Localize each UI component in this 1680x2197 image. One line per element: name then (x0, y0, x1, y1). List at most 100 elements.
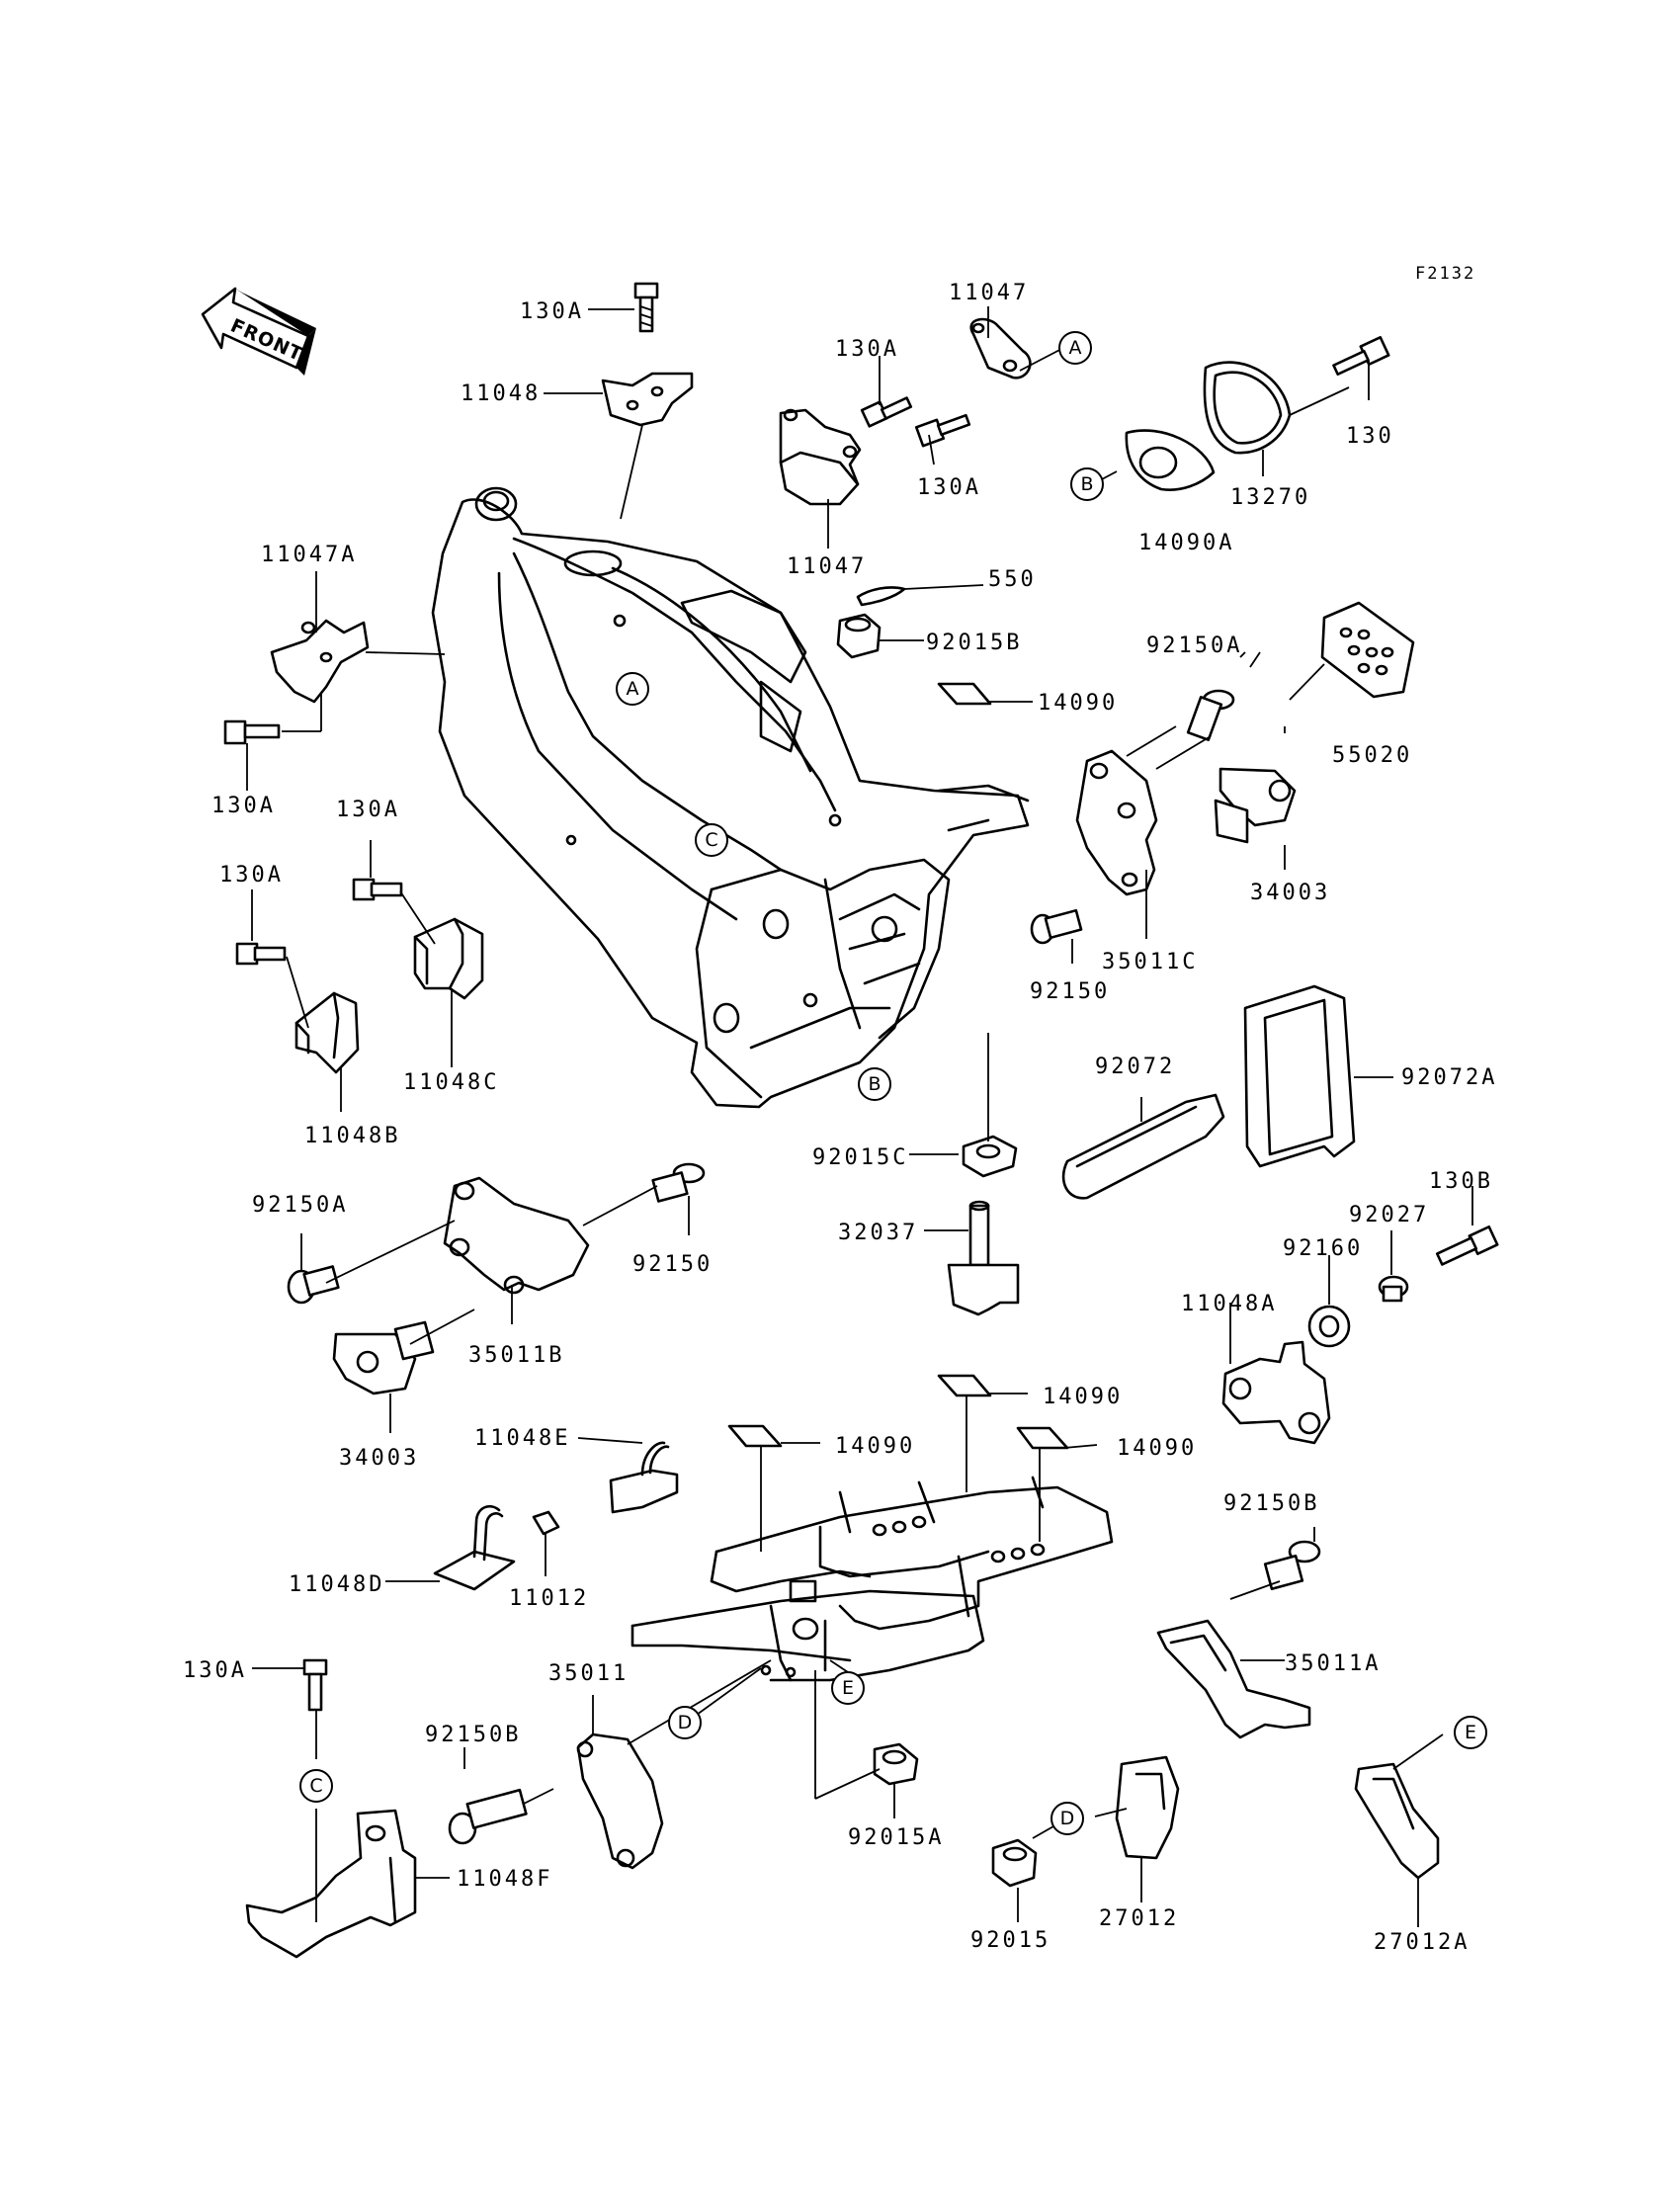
svg-text:E: E (1465, 1722, 1476, 1743)
part-label: 14090A (1138, 531, 1234, 555)
part-label: 92027 (1349, 1203, 1429, 1227)
bolt-92150a-left (287, 1265, 340, 1305)
gasket-13270 (1203, 361, 1292, 455)
bolt-130a-left (223, 719, 281, 745)
part-label: 92150B (425, 1723, 521, 1747)
part-label: 35011A (1285, 1651, 1381, 1676)
svg-text:C: C (705, 829, 717, 851)
part-label: 92015C (812, 1145, 908, 1170)
part-label: 92150A (252, 1193, 348, 1218)
callout-d-2: D (1050, 1802, 1084, 1835)
bolt-130b (1435, 1225, 1499, 1266)
part-label: 92072 (1095, 1055, 1175, 1079)
bracket-11047-b (779, 408, 862, 506)
bolt-92150 (1030, 908, 1083, 945)
callout-c-1: C (695, 823, 728, 857)
part-label: 130A (835, 337, 899, 362)
svg-text:B: B (868, 1073, 881, 1095)
bolt-130a-top (633, 282, 659, 333)
part-label: 92150 (632, 1252, 713, 1277)
part-label: 14090 (1038, 691, 1118, 716)
part-label: 11048A (1181, 1292, 1277, 1316)
clip-11012 (532, 1510, 560, 1536)
part-label: 11047 (949, 281, 1029, 305)
part-label: 92150B (1223, 1491, 1319, 1516)
part-label: 92015A (848, 1825, 944, 1850)
svg-text:A: A (1069, 337, 1082, 359)
svg-text:A: A (627, 678, 639, 700)
shaft-34003-left (332, 1320, 435, 1395)
part-label: 92015B (926, 631, 1022, 655)
nut-92015 (991, 1838, 1038, 1888)
part-label: 92072A (1401, 1065, 1497, 1090)
part-label: 130 (1346, 424, 1394, 449)
bolt-130 (1332, 335, 1390, 377)
bracket-11048e (609, 1441, 679, 1514)
bracket-11048c (413, 917, 484, 1000)
part-label: 14090 (835, 1434, 915, 1459)
part-label: 130A (219, 863, 284, 887)
subframe (630, 1476, 1114, 1682)
front-arrow-icon: FRONT (201, 287, 316, 376)
band-92072a (1243, 984, 1356, 1168)
part-label: 27012 (1099, 1906, 1179, 1931)
callout-e-1: E (831, 1671, 865, 1705)
part-label: 92150 (1030, 979, 1110, 1004)
cotter-pin-550 (856, 586, 906, 607)
footpeg-bracket-35011a (1156, 1619, 1311, 1739)
cover-14090a (1125, 429, 1216, 491)
part-label: 27012A (1374, 1930, 1470, 1955)
bolt-92150a-top (1186, 689, 1235, 741)
nut-92015b (836, 613, 882, 659)
bolt-92150b-right (1263, 1540, 1321, 1590)
grommet-92027 (1378, 1275, 1409, 1303)
callout-d-1: D (668, 1706, 702, 1739)
nut-92015a (873, 1742, 919, 1786)
svg-text:D: D (678, 1712, 693, 1733)
bracket-11048b (294, 991, 360, 1074)
guide-27012 (1115, 1755, 1180, 1860)
bracket-11048d (433, 1505, 516, 1591)
leader-lines (246, 306, 1473, 1927)
part-label: 13270 (1230, 485, 1310, 510)
part-label: 92160 (1283, 1236, 1363, 1261)
label-14090-b (937, 1374, 992, 1397)
pin-32037 (947, 1200, 1020, 1316)
bracket-11047-a (969, 317, 1032, 380)
footpeg-55020 (1320, 601, 1415, 699)
part-label: 11048B (304, 1124, 400, 1148)
shaft-34003-top (1214, 767, 1297, 844)
part-label: 130A (211, 794, 276, 818)
part-label: 11048F (457, 1867, 552, 1892)
label-14090-d (1016, 1426, 1069, 1450)
bolt-130a-b (860, 396, 913, 428)
label-14090-a (937, 682, 992, 706)
part-label: 130B (1429, 1169, 1493, 1194)
bracket-11048 (601, 372, 694, 427)
callout-e-2: E (1454, 1716, 1487, 1749)
label-14090-c (727, 1424, 783, 1448)
part-label: 11048 (461, 381, 541, 406)
guide-27012a (1354, 1762, 1440, 1880)
bracket-35011 (576, 1732, 664, 1870)
part-label: 11048D (289, 1572, 384, 1597)
part-label: 11048E (474, 1426, 570, 1451)
svg-text:D: D (1060, 1808, 1075, 1829)
bolt-130a-mid (352, 878, 403, 901)
part-label: 130A (520, 299, 584, 324)
footpeg-bracket-35011c (1075, 749, 1158, 896)
part-label: 34003 (339, 1446, 419, 1471)
part-label: 34003 (1250, 881, 1330, 905)
bolt-92150-mid (651, 1162, 706, 1203)
svg-text:B: B (1080, 473, 1093, 495)
nut-92015c (962, 1135, 1018, 1178)
part-label: 11047A (261, 543, 357, 567)
part-label: 550 (988, 567, 1037, 592)
bolt-92150b-left (448, 1788, 528, 1845)
callout-a-1: A (616, 672, 649, 706)
part-label: 130A (183, 1658, 247, 1683)
bolt-130a-lowleft (235, 942, 287, 966)
bolt-130a-c (914, 413, 971, 448)
part-label: 130A (917, 475, 981, 500)
